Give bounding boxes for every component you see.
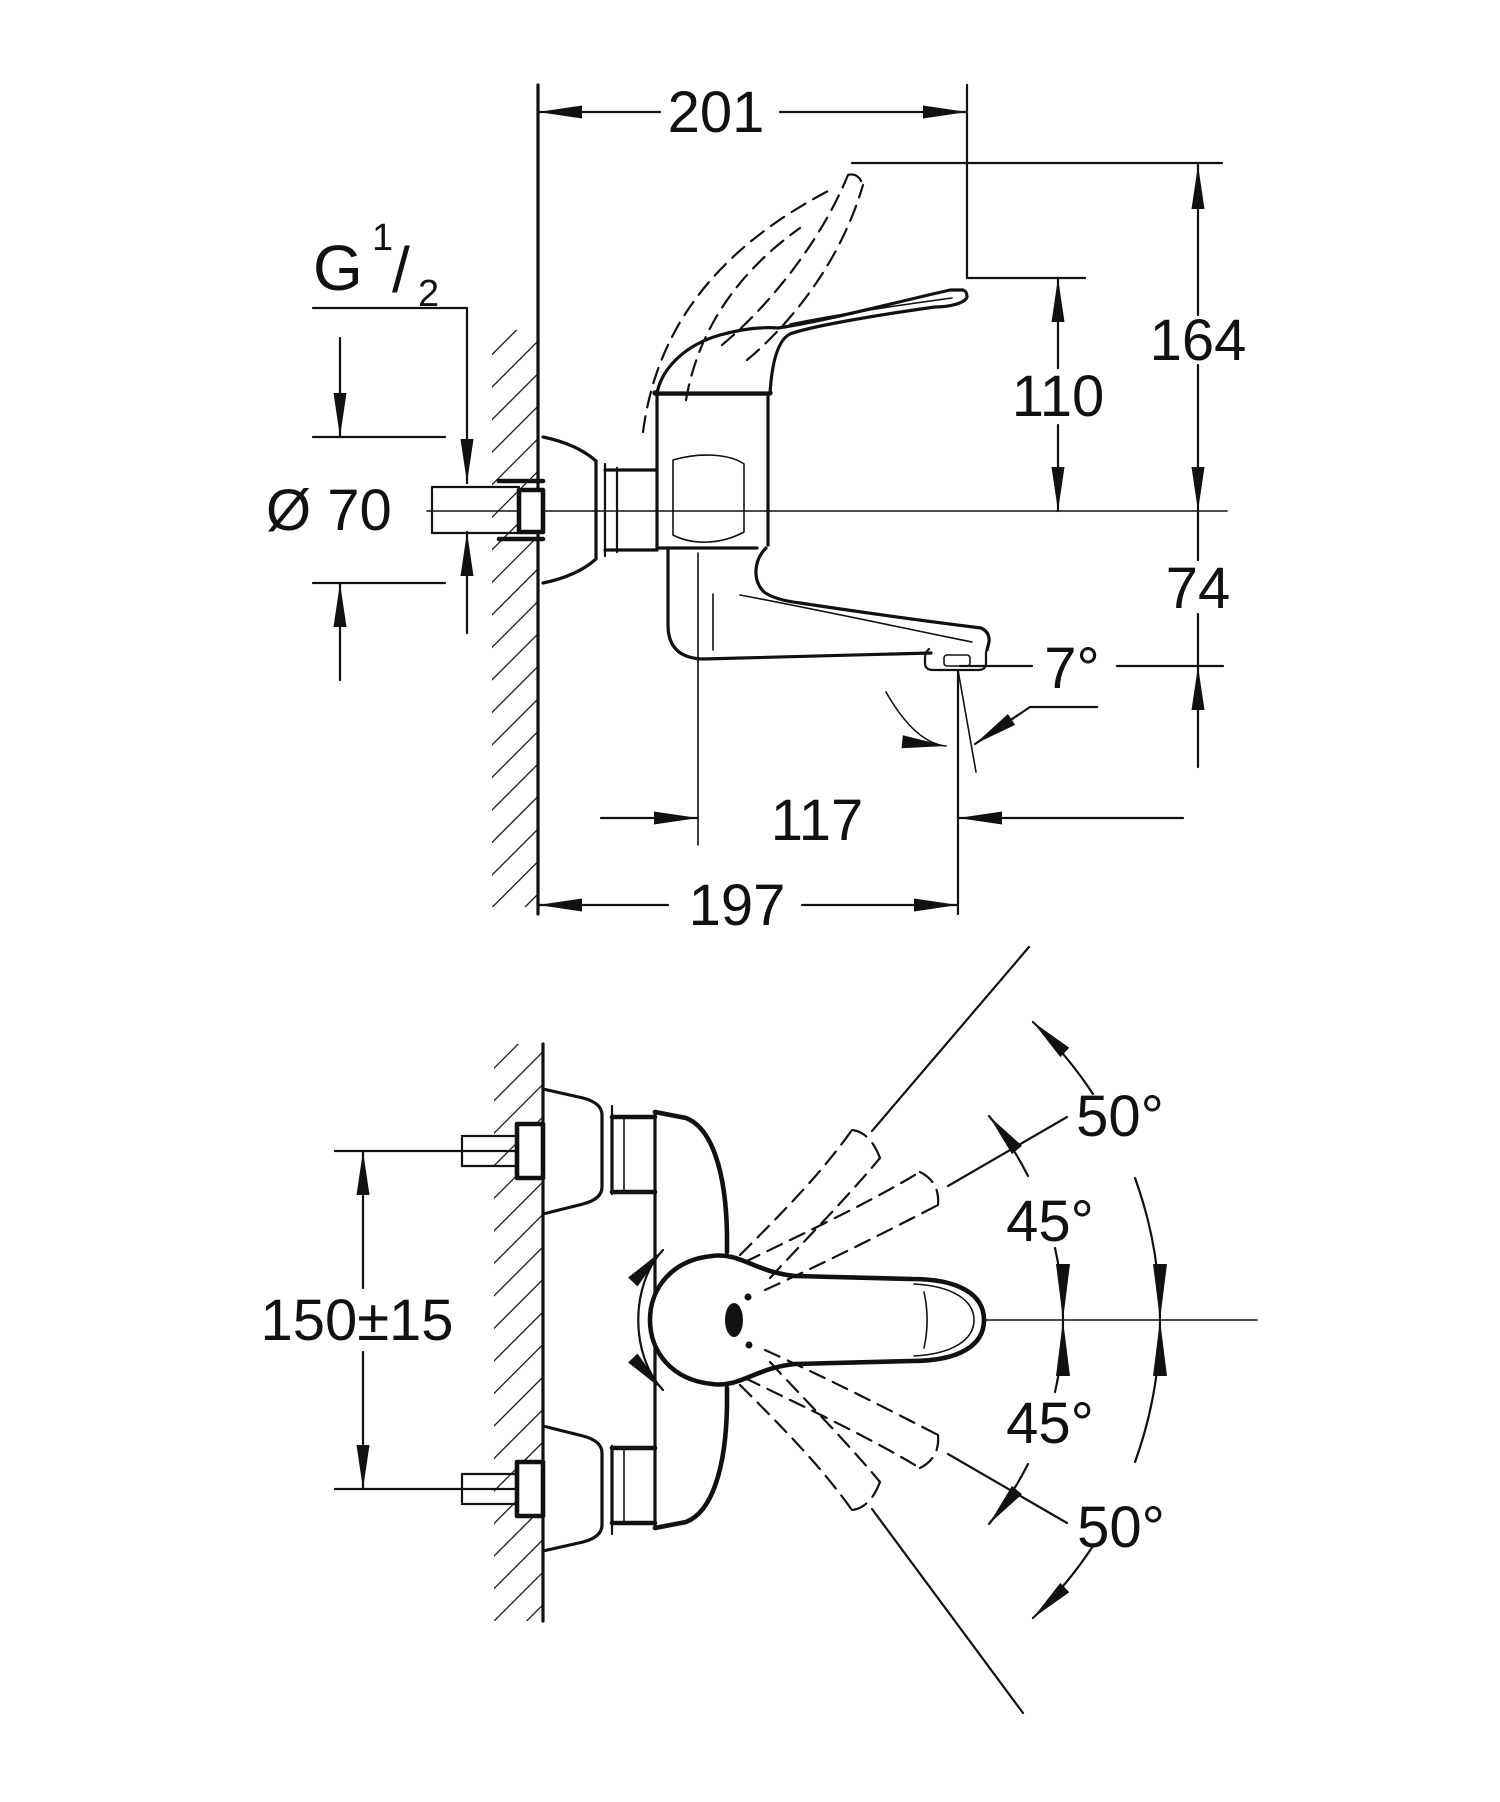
dim-label-197: 197 <box>689 873 786 938</box>
dim-110: 110 <box>965 276 1104 513</box>
side-view: 201 G 1 / 2 Ø 70 164 <box>266 80 1246 938</box>
dim-197: 197 <box>536 873 960 938</box>
dim-g-half: G 1 / 2 <box>311 217 474 635</box>
dim-7deg: 7° <box>885 636 1225 773</box>
dim-label-74: 74 <box>1166 556 1231 621</box>
ray-50-lower <box>870 1507 1025 1715</box>
dim-label-45-lower: 45° <box>1006 1391 1094 1456</box>
temperature-indicator <box>725 1303 743 1337</box>
dim-label-50-lower: 50° <box>1077 1495 1165 1560</box>
handle-rotation-arc <box>628 1248 665 1392</box>
thread-label-slash: / <box>392 234 410 306</box>
thread-label-sub: 2 <box>418 273 439 315</box>
arc-arrow <box>1056 1264 1070 1320</box>
dim-164: 164 <box>850 161 1247 513</box>
indicator-dot-hot <box>744 1293 752 1301</box>
arc-45-upper-end <box>987 1114 1030 1178</box>
arc-arrow <box>1153 1320 1167 1376</box>
thread-label-sup: 1 <box>372 217 393 259</box>
indicator-dot-cold <box>745 1341 753 1349</box>
wall-hatching <box>492 330 538 907</box>
lever-positions-dashed <box>738 1128 940 1512</box>
dim-201: 201 <box>536 80 969 280</box>
lever-tip-inner-line <box>913 1283 975 1357</box>
escutcheon-lower-plan <box>541 1424 658 1553</box>
lever-motion-arc <box>684 226 802 402</box>
dim-150: 150±15 <box>260 1149 519 1491</box>
arc-50-upper-end <box>1031 1020 1095 1096</box>
plan-view: 150±15 50° 45° 45° 50° <box>260 945 1258 1715</box>
ray-50-upper <box>870 945 1031 1133</box>
lever-handle-plan <box>647 1253 987 1387</box>
wall-escutcheon-side <box>541 435 659 585</box>
lever-raised-dashed <box>641 173 865 434</box>
leader-line <box>973 705 1099 746</box>
dim-label-45-upper: 45° <box>1006 1189 1094 1254</box>
swing-angle-dims: 50° 45° 45° 50° <box>870 945 1167 1715</box>
arc-50-lower-end <box>1031 1544 1095 1620</box>
dim-label-117: 117 <box>771 788 863 853</box>
dim-dia-70: Ø 70 <box>266 336 447 682</box>
supply-stub <box>430 478 546 542</box>
spout-side <box>666 546 991 672</box>
stream-direction-line <box>957 669 977 773</box>
aerator-inner <box>943 654 971 667</box>
lever-accent-line <box>789 297 953 325</box>
body-inner-detail <box>672 454 745 543</box>
thread-label-g: G <box>313 232 363 304</box>
dim-label-150: 150±15 <box>260 1288 453 1353</box>
lever-tip-detail <box>923 1291 928 1349</box>
dim-label-110: 110 <box>1012 364 1104 429</box>
dim-label-50-upper: 50° <box>1076 1084 1164 1149</box>
escutcheon-upper-plan <box>541 1087 658 1216</box>
inlet-lower <box>460 1459 546 1519</box>
dim-label-dia70: Ø 70 <box>266 478 392 543</box>
angle-arc <box>885 691 947 749</box>
arc-arrow <box>1153 1264 1167 1320</box>
dim-117: 117 <box>599 552 1185 916</box>
lever-motion-arc <box>641 188 832 434</box>
arc-arrow <box>1056 1320 1070 1376</box>
arc-45-lower-end <box>987 1462 1030 1526</box>
wall-section-side <box>492 83 540 916</box>
dim-label-7deg: 7° <box>1044 636 1099 701</box>
dim-label-201: 201 <box>668 80 765 145</box>
aerator <box>923 647 988 672</box>
lever-handle-side <box>655 288 969 395</box>
dim-74: 74 <box>1166 509 1231 769</box>
dim-label-164: 164 <box>1150 308 1247 373</box>
